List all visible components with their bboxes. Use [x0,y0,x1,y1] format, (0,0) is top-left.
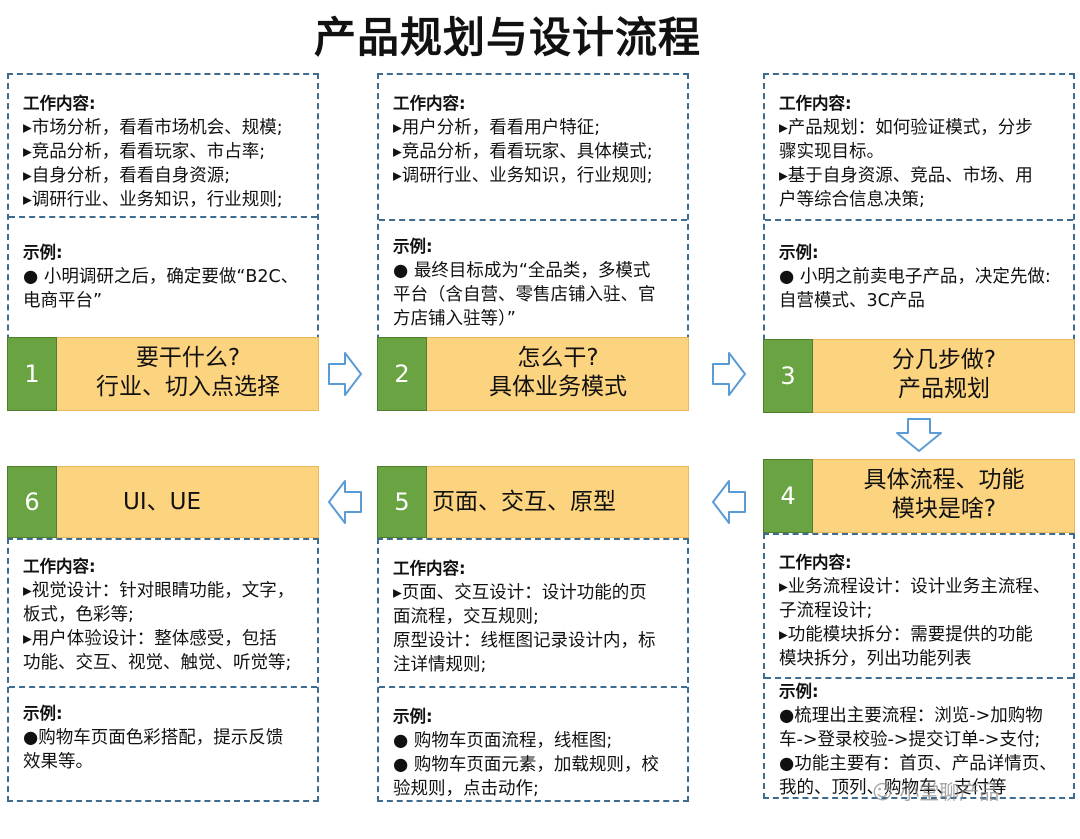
step-3-band [763,339,1075,413]
step-6-number: 6 [7,466,57,538]
step-4-band [763,459,1075,533]
work-heading: 工作内容: [23,94,96,113]
step-6-work-line: ▸用户体验设计：整体感受，包括 功能、交互、视觉、触觉、听觉等; [23,629,292,673]
step-1-work-line: ▸竞品分析，看看玩家、市占率; [23,142,266,162]
step-4-band-text: 具体流程、功能 模块是啥? [863,467,1025,522]
step-2-work-line: ▸竞品分析，看看玩家、具体模式; [393,142,653,162]
work-heading: 工作内容: [393,94,466,113]
work-heading: 工作内容: [779,94,852,113]
step-1-work-line: ▸调研行业、业务知识，行业规则; [23,190,283,210]
step-2-work: 工作内容: ▸用户分析，看看用户特征; ▸竞品分析，看看玩家、具体模式; ▸调研… [393,92,679,188]
example-heading: 示例: [23,704,63,723]
wechat-icon: ☺ [872,780,893,804]
work-heading: 工作内容: [23,557,96,576]
step-4-example-line: ●功能主要有：首页、产品详情页、 我的、顶列、购物车、支付等 [779,754,1057,798]
step-4-card: 工作内容: ▸业务流程设计：设计业务主流程、 子流程设计; ▸功能模块拆分：需要… [763,533,1075,799]
step-4-example: 示例: ●梳理出主要流程：浏览->加购物 车->登录校验->提交订单->支付; … [779,680,1065,800]
arrow-left-icon [328,480,362,524]
step-5-work-line: ▸页面、交互设计：设计功能的页 面流程，交互规则; [393,583,647,627]
step-6-example: 示例: ●购物车页面色彩搭配，提示反馈 效果等。 [23,702,309,774]
divider [765,219,1073,221]
step-4-example-line: ●梳理出主要流程：浏览->加购物 车->登录校验->提交订单->支付; [779,706,1043,750]
step-5-number: 5 [377,466,427,538]
step-4-number: 4 [763,459,813,533]
work-heading: 工作内容: [393,559,466,578]
watermark-text: 小堂聊产品 [899,780,1000,804]
divider [379,686,687,688]
step-2-number: 2 [377,337,427,411]
divider [379,219,687,221]
step-1-work-line: ▸自身分析，看看自身资源; [23,166,231,186]
work-heading: 工作内容: [779,553,852,572]
step-6-card: 工作内容: ▸视觉设计：针对眼睛功能，文字， 板式，色彩等; ▸用户体验设计：整… [7,538,319,802]
step-5-example-line: ● 购物车页面元素，加载规则，校 验规则，点击动作; [393,755,659,799]
step-1-band-text: 要干什么? 行业、切入点选择 [96,345,280,400]
step-2-band-text: 怎么干? 具体业务模式 [489,345,627,400]
divider [9,686,317,688]
step-4-work-line: ▸功能模块拆分：需要提供的功能 模块拆分，列出功能列表 [779,625,1033,669]
step-3-work-line: ▸产品规划：如何验证模式，分步 骤实现目标。 [779,118,1033,162]
step-6-work: 工作内容: ▸视觉设计：针对眼睛功能，文字， 板式，色彩等; ▸用户体验设计：整… [23,555,309,675]
example-heading: 示例: [779,243,819,262]
arrow-right-icon [712,352,746,396]
step-3-work: 工作内容: ▸产品规划：如何验证模式，分步 骤实现目标。 ▸基于自身资源、竞品、… [779,92,1065,212]
step-3-example: 示例: ● 小明之前卖电子产品，决定先做: 自营模式、3C产品 [779,241,1065,313]
step-1-band [7,337,319,411]
watermark: ☺ 小堂聊产品 [872,776,999,805]
step-2-example-line: ● 最终目标成为“全品类，多模式 平台（含自营、零售店铺入驻、官 方店铺入驻等）… [393,261,656,329]
step-4-work-line: ▸业务流程设计：设计业务主流程、 子流程设计; [779,577,1051,621]
arrow-right-icon [328,352,362,396]
step-6-example-line: ●购物车页面色彩搭配，提示反馈 效果等。 [23,728,284,772]
step-5-example-line: ● 购物车页面流程，线框图; [393,731,613,751]
step-5-example: 示例: ● 购物车页面流程，线框图; ● 购物车页面元素，加载规则，校 验规则，… [393,705,679,801]
example-heading: 示例: [23,243,63,262]
step-2-work-line: ▸用户分析，看看用户特征; [393,118,601,138]
example-heading: 示例: [393,237,433,256]
step-6-band-text: UI、UE [123,489,201,515]
step-5-card: 工作内容: ▸页面、交互设计：设计功能的页 面流程，交互规则; 原型设计：线框图… [377,538,689,802]
arrow-left-icon [712,480,746,524]
step-3-band-text: 分几步做? 产品规划 [891,347,997,402]
step-2-example: 示例: ● 最终目标成为“全品类，多模式 平台（含自营、零售店铺入驻、官 方店铺… [393,235,679,331]
page-title: 产品规划与设计流程 [313,13,701,62]
divider [9,216,317,218]
step-4-work: 工作内容: ▸业务流程设计：设计业务主流程、 子流程设计; ▸功能模块拆分：需要… [779,551,1065,671]
example-heading: 示例: [393,707,433,726]
step-3-example-line: ● 小明之前卖电子产品，决定先做: 自营模式、3C产品 [779,267,1051,311]
step-3-number: 3 [763,339,813,413]
step-6-work-line: ▸视觉设计：针对眼睛功能，文字， 板式，色彩等; [23,581,295,625]
step-5-work: 工作内容: ▸页面、交互设计：设计功能的页 面流程，交互规则; 原型设计：线框图… [393,557,679,677]
step-1-example-line: ● 小明调研之后，确定要做“B2C、 电商平台” [23,267,299,311]
step-5-band [377,466,689,538]
step-3-work-line: ▸基于自身资源、竞品、市场、用 户等综合信息决策; [779,166,1033,210]
divider [765,677,1073,679]
step-1-work-line: ▸市场分析，看看市场机会、规模; [23,118,283,138]
example-heading: 示例: [779,682,819,701]
step-2-work-line: ▸调研行业、业务知识，行业规则; [393,166,653,186]
step-5-band-text: 页面、交互、原型 [432,489,616,515]
step-5-work-line: 原型设计：线框图记录设计内，标 注详情规则; [393,631,656,675]
step-2-band [377,337,689,411]
arrow-down-icon [896,418,942,452]
step-6-band [7,466,319,538]
step-1-example: 示例: ● 小明调研之后，确定要做“B2C、 电商平台” [23,241,309,313]
step-1-number: 1 [7,337,57,411]
step-1-work: 工作内容: ▸市场分析，看看市场机会、规模; ▸竞品分析，看看玩家、市占率; ▸… [23,92,309,212]
